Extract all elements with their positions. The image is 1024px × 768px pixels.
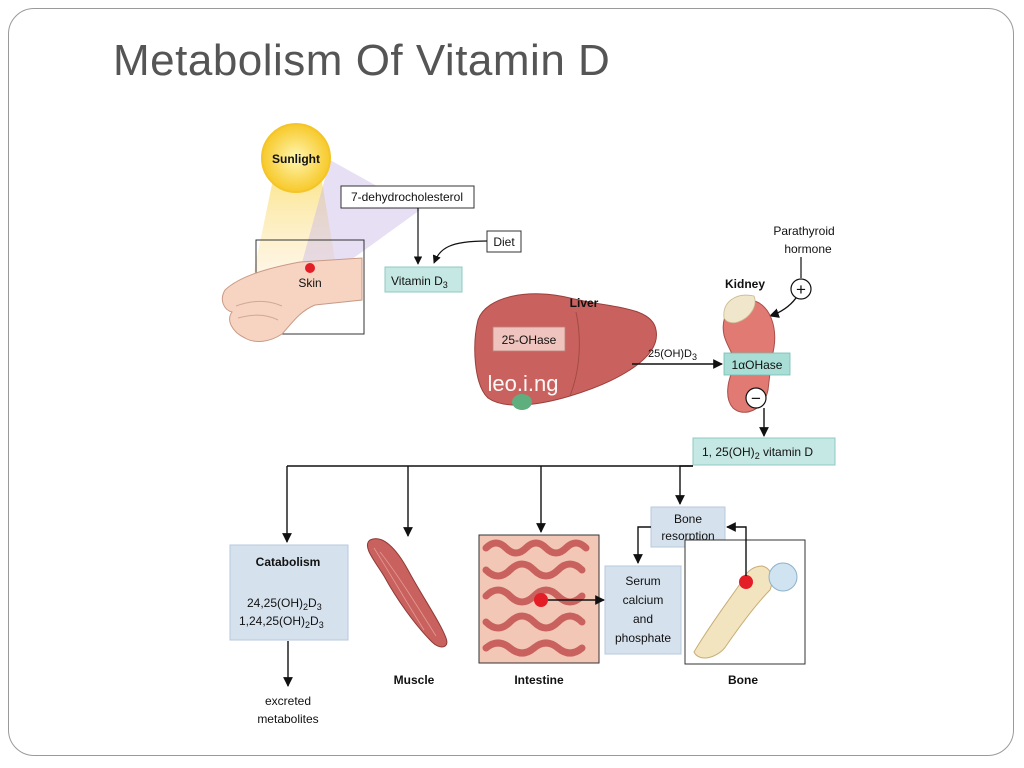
femoral-head-icon	[768, 562, 798, 592]
calcitriol-box	[692, 437, 836, 466]
muscle-label: Muscle	[394, 673, 435, 687]
muscle-group: Muscle	[366, 538, 448, 687]
sun-rays	[250, 170, 340, 290]
metabolite-1: 24,25(OH)2D3	[247, 596, 322, 612]
muscle-icon	[366, 538, 448, 648]
serum-label-1: Serum	[625, 574, 660, 588]
excreted-label-1: excreted	[265, 694, 311, 708]
metabolite-2: 1,24,25(OH)2D3	[239, 614, 324, 630]
distribution-arrows	[282, 465, 693, 543]
liver-lobe-line	[569, 311, 580, 397]
bone-group: Bone	[684, 539, 806, 687]
intestine-icon	[482, 539, 590, 657]
skin-group: Skin	[221, 239, 365, 342]
plus-sign: +	[796, 280, 806, 299]
catabolism-box	[229, 544, 349, 641]
sunlight-label: Sunlight	[272, 152, 320, 166]
arrow-diet-vitd3	[432, 240, 488, 264]
uv-beam	[300, 160, 420, 275]
sunlight-group: Sunlight	[250, 123, 420, 290]
serum-label-2: calcium	[623, 593, 664, 607]
liver-group: Liver 25-OHase leo.i.ng	[474, 293, 657, 410]
finger-lines	[235, 301, 283, 321]
skin-marker	[305, 263, 315, 273]
arrow-bone-resorption	[726, 522, 747, 576]
alpha-ohase-box	[723, 352, 791, 376]
intestine-group: Intestine	[478, 534, 600, 687]
diet-label: Diet	[493, 235, 515, 249]
adrenal-icon	[723, 294, 756, 324]
arrow-resorption-serum	[633, 526, 651, 564]
catabolism-label: Catabolism	[256, 555, 321, 569]
intestine-label: Intestine	[514, 673, 564, 687]
kidney-label: Kidney	[725, 277, 765, 291]
muscle-fibers	[373, 547, 437, 637]
serum-label-3: and	[633, 612, 653, 626]
oh-ase-25-box	[492, 326, 566, 352]
slide-frame	[8, 8, 1014, 756]
plus-icon	[790, 278, 812, 300]
intestine-marker	[534, 593, 548, 607]
serum-label-4: phosphate	[615, 631, 671, 645]
dehydro-box	[340, 185, 475, 209]
pth-label-line2: hormone	[784, 242, 832, 256]
gallbladder-icon	[512, 394, 532, 410]
dehydro-label: 7-dehydrocholesterol	[351, 190, 463, 204]
skin-label: Skin	[298, 276, 321, 290]
bone-label: Bone	[728, 673, 758, 687]
arrow-pth-kidney	[769, 297, 797, 318]
slide-title: Metabolism Of Vitamin D	[113, 36, 611, 85]
vitamin-d3-box	[384, 266, 463, 293]
hand-icon	[221, 257, 363, 342]
sun-icon	[261, 123, 331, 193]
liver-label: Liver	[570, 296, 599, 310]
minus-icon	[745, 387, 767, 409]
vitamin-d3-label: Vitamin D3	[391, 274, 448, 290]
pth-label-line1: Parathyroid	[773, 224, 834, 238]
kidney-group: Kidney 1αOHase −	[722, 277, 791, 413]
watermark-text: leo.i.ng	[488, 371, 559, 396]
oh-d3-25-label: 25(OH)D3	[648, 348, 697, 362]
alpha-ohase-label: 1αOHase	[732, 358, 783, 372]
bone-marker	[739, 575, 753, 589]
calcitriol-label: 1, 25(OH)2 vitamin D	[702, 445, 813, 461]
bone-resorption-label-1: Bone	[674, 512, 702, 526]
excreted-label-2: metabolites	[257, 712, 318, 726]
serum-box	[604, 565, 682, 655]
oh-ase-25-label: 25-OHase	[502, 333, 557, 347]
minus-sign: −	[751, 389, 761, 408]
